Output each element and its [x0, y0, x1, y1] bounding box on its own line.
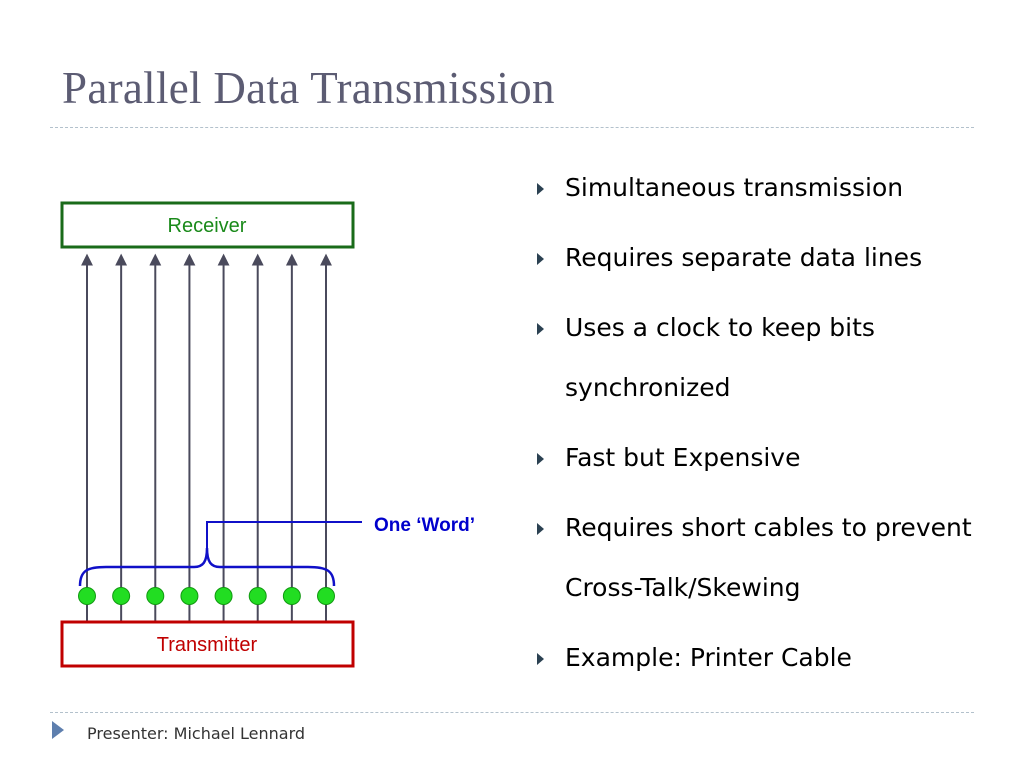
- footer-triangle-icon: [52, 721, 64, 739]
- word-label: One ‘Word’: [374, 515, 475, 536]
- bit-dot: [180, 587, 199, 605]
- bullet-item: Example: Printer Cable: [534, 628, 974, 688]
- data-lines: [81, 253, 332, 622]
- bullet-triangle-icon: [537, 253, 544, 265]
- bullet-text: Uses a clock to keep bits synchronized: [565, 313, 875, 402]
- presenter-credit: Presenter: Michael Lennard: [87, 724, 306, 743]
- bit-dot: [78, 587, 96, 605]
- slide-title: Parallel Data Transmission: [62, 63, 555, 113]
- bullet-text: Simultaneous transmission: [565, 173, 904, 202]
- bullet-item: Requires short cables to prevent Cross-T…: [534, 498, 974, 618]
- bullet-triangle-icon: [537, 183, 544, 195]
- bullet-triangle-icon: [537, 653, 544, 665]
- bullet-text: Example: Printer Cable: [565, 643, 852, 672]
- parallel-transmission-diagram: Receiver One ‘Word’ Transmitter: [60, 201, 475, 668]
- transmitter-box: [60, 620, 355, 668]
- bit-dot: [282, 587, 301, 605]
- word-leader-line: [206, 521, 362, 548]
- bit-dot: [317, 587, 335, 605]
- bullet-text: Requires short cables to prevent Cross-T…: [565, 513, 972, 602]
- bullet-list: Simultaneous transmission Requires separ…: [534, 158, 974, 698]
- bullet-item: Uses a clock to keep bits synchronized: [534, 298, 974, 418]
- footer-divider: [50, 712, 974, 713]
- bullet-triangle-icon: [537, 453, 544, 465]
- bullet-triangle-icon: [537, 323, 544, 335]
- transmitter-label: Transmitter: [157, 634, 258, 656]
- bit-dot: [112, 587, 131, 605]
- bullet-text: Requires separate data lines: [565, 243, 923, 272]
- bullet-text: Fast but Expensive: [565, 443, 801, 472]
- bit-dot: [248, 587, 267, 605]
- bits: [78, 587, 335, 605]
- receiver-box: [60, 201, 355, 249]
- bullet-triangle-icon: [537, 523, 544, 535]
- bullet-item: Requires separate data lines: [534, 228, 974, 288]
- bullet-item: Simultaneous transmission: [534, 158, 974, 218]
- receiver-label: Receiver: [168, 215, 247, 237]
- bit-dot: [146, 587, 165, 605]
- bit-dot: [214, 587, 233, 605]
- title-divider: [50, 127, 974, 128]
- bullet-item: Fast but Expensive: [534, 428, 974, 488]
- word-brace: [78, 547, 336, 587]
